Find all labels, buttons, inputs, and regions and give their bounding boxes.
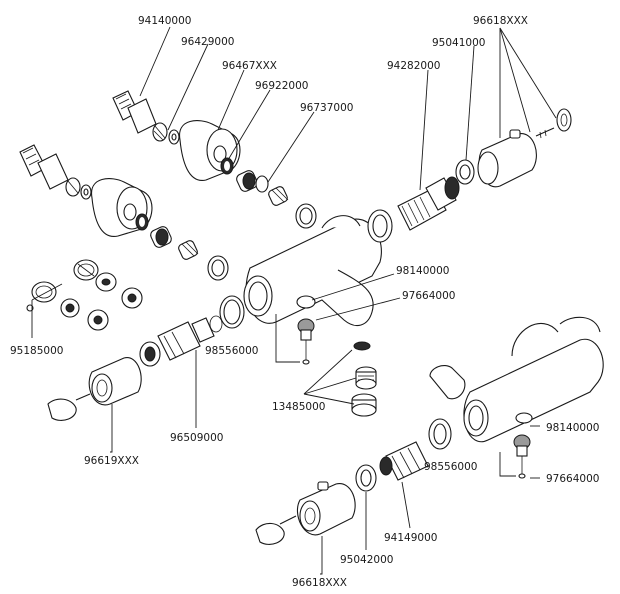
check-valve-bottom <box>150 226 172 248</box>
temperature-handle-bottom <box>296 481 356 536</box>
label-96737000: 96737000 <box>300 102 353 114</box>
cap-left <box>47 398 77 421</box>
label-95185000: 95185000 <box>10 345 63 357</box>
label-96922000: 96922000 <box>255 80 308 92</box>
outlet-valve-97664000-b <box>513 434 531 479</box>
label-94140000: 94140000 <box>138 15 191 27</box>
label-98140000-a: 98140000 <box>396 265 449 277</box>
outlet-seal-98140000-a <box>296 295 316 309</box>
nut-ring-95042000 <box>355 464 377 492</box>
label-96618xxx-bottom: 96618XXX <box>292 577 347 589</box>
check-valve-insert-top <box>268 186 289 206</box>
parts-set-95185000 <box>26 259 143 331</box>
cap-top-right <box>556 108 572 132</box>
thermostat-body-lower <box>429 316 604 443</box>
label-98556000-b: 98556000 <box>424 461 477 473</box>
outlet-valve-97664000-a <box>297 318 315 365</box>
cover-flange-top <box>179 120 241 181</box>
nut-ring-95041000 <box>455 159 475 185</box>
flow-cartridge-96509000 <box>157 315 223 361</box>
label-96509000: 96509000 <box>170 432 223 444</box>
aerator-parts-13485000 <box>351 341 377 417</box>
temperature-handle-top <box>477 129 537 188</box>
seal-ring-top <box>295 203 317 229</box>
label-94282000: 94282000 <box>387 60 440 72</box>
oring-pair-top <box>220 157 234 175</box>
label-13485000: 13485000 <box>272 401 325 413</box>
thermostat-body-upper <box>219 215 382 329</box>
label-97664000-a: 97664000 <box>402 290 455 302</box>
label-95042000: 95042000 <box>340 554 393 566</box>
label-95041000: 95041000 <box>432 37 485 49</box>
washer-bottom <box>80 184 92 200</box>
part-number-labels: 94140000 96429000 96467XXX 96922000 9673… <box>10 15 599 589</box>
label-94149000: 94149000 <box>384 532 437 544</box>
thermostatic-cartridge <box>397 176 460 231</box>
label-96467xxx: 96467XXX <box>222 60 277 72</box>
cartridge-nut-left <box>139 341 161 367</box>
cap-bottom <box>255 522 285 545</box>
oring-bottom <box>135 213 149 231</box>
check-valve-insert-bottom <box>178 240 199 260</box>
screw-bottom <box>279 515 297 525</box>
flow-handle-left <box>88 357 142 406</box>
filter-screen-top <box>152 122 168 142</box>
eccentric-connector-top <box>112 90 157 134</box>
washer-top <box>168 129 180 145</box>
label-96618xxx-top: 96618XXX <box>473 15 528 27</box>
screw-left <box>75 393 91 401</box>
label-98556000-a: 98556000 <box>205 345 258 357</box>
label-98140000-b: 98140000 <box>546 422 599 434</box>
label-96619xxx: 96619XXX <box>84 455 139 467</box>
check-valve-top <box>236 170 269 193</box>
lower-seal-ring <box>428 418 452 450</box>
body-seal-ring <box>367 209 393 243</box>
label-97664000-b: 97664000 <box>546 473 599 485</box>
leader-lines <box>31 26 557 575</box>
eccentric-connector-bottom <box>19 144 69 190</box>
outlet-seal-98140000-b <box>515 412 533 424</box>
label-96429000: 96429000 <box>181 36 234 48</box>
cartridge-94149000 <box>379 441 429 481</box>
filter-screen-bottom <box>65 177 81 197</box>
seal-ring-bottom <box>207 255 229 281</box>
screw-top-right <box>535 127 555 139</box>
